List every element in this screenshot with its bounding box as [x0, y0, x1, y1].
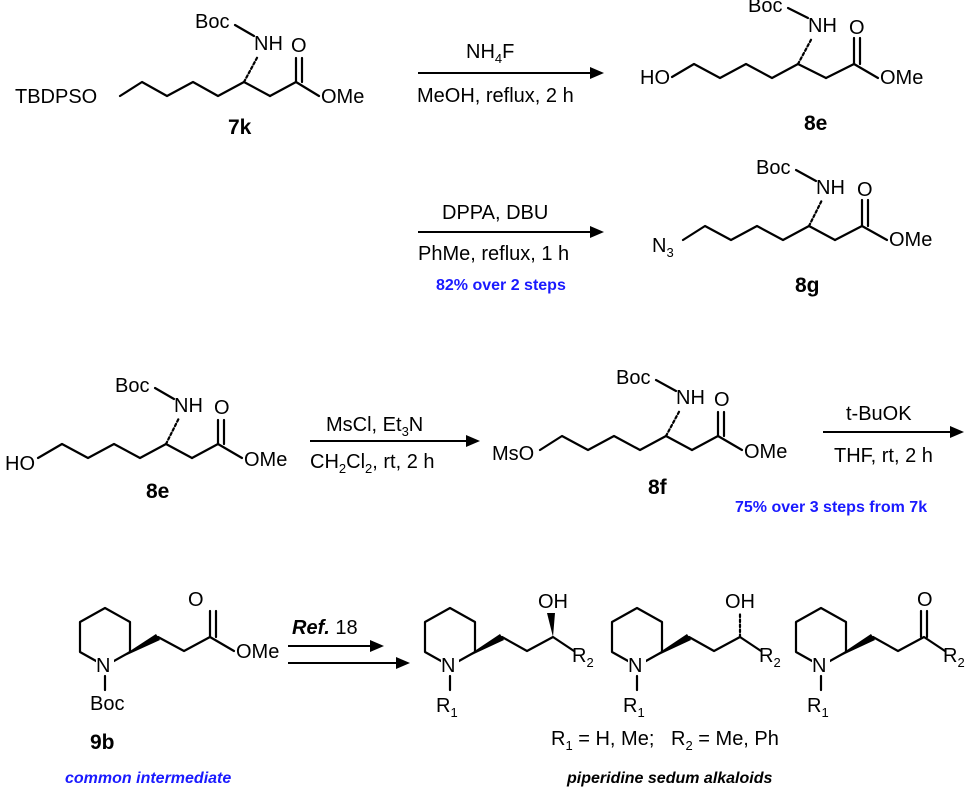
compound-8e-top: HO Boc NH O OMe 8e — [640, 0, 923, 135]
conditions-step-2: PhMe, reflux, 1 h — [418, 243, 569, 265]
carbonyl-o-label: O — [857, 179, 873, 201]
boc-label: Boc — [616, 367, 650, 389]
conditions-step-4: THF, rt, 2 h — [834, 445, 933, 467]
nh-label: NH — [254, 33, 283, 55]
alkaloid-3: N O R2 R1 — [794, 589, 965, 720]
arrow-step-3: MsCl, Et3N CH2Cl2, rt, 2 h — [310, 414, 480, 476]
oh-label: OH — [538, 591, 568, 613]
ome-label: OMe — [236, 641, 279, 663]
arrow-step-1: NH4F MeOH, reflux, 2 h — [417, 41, 604, 107]
compound-id-8e: 8e — [146, 480, 169, 503]
caption-common-intermediate: common intermediate — [65, 770, 231, 787]
nitrogen-label: N — [96, 655, 110, 677]
nitrogen-label: N — [441, 655, 455, 677]
tbdpso-label: TBDPSO — [15, 86, 97, 108]
tbuok-label: t-BuOK — [846, 403, 912, 425]
conditions-step-1: MeOH, reflux, 2 h — [417, 85, 574, 107]
ome-label: OMe — [321, 86, 364, 108]
legend-text: R1 = H, Me; R2 = Me, Ph — [551, 728, 779, 753]
r2-label: R2 — [572, 645, 594, 670]
boc-label: Boc — [195, 11, 229, 33]
carbonyl-o-label: O — [188, 589, 204, 611]
compound-8g: N3 Boc NH O OMe 8g — [652, 157, 932, 297]
compound-9b: N O OMe Boc 9b common intermediate — [65, 589, 279, 787]
substituent-legend: R1 = H, Me; R2 = Me, Ph piperidine sedum… — [551, 728, 779, 787]
compound-7k: TBDPSO Boc NH O OMe 7k — [15, 11, 364, 139]
compound-id-7k: 7k — [228, 116, 252, 139]
compound-id-9b: 9b — [90, 731, 115, 754]
boc-label: Boc — [115, 375, 149, 397]
r1-label: R1 — [807, 695, 829, 720]
nh-label: NH — [174, 395, 203, 417]
compound-id-8e: 8e — [804, 112, 827, 135]
ome-label: OMe — [889, 229, 932, 251]
carbonyl-o-label: O — [714, 389, 730, 411]
boc-label: Boc — [748, 0, 782, 17]
azide-label: N3 — [652, 235, 674, 260]
mscl-label: MsCl, Et3N — [326, 414, 423, 439]
r2-label: R2 — [759, 645, 781, 670]
ref-label: Ref. 18 — [292, 617, 358, 639]
carbonyl-o-label: O — [214, 397, 230, 419]
carbonyl-o-label: O — [917, 589, 933, 611]
yield-75: 75% over 3 steps from 7k — [735, 499, 927, 516]
compound-8e-bottom: HO Boc NH O OMe 8e — [5, 375, 287, 503]
nh-label: NH — [676, 387, 705, 409]
ho-label: HO — [5, 453, 35, 475]
r1-label: R1 — [436, 695, 458, 720]
boc-label: Boc — [756, 157, 790, 179]
nitrogen-label: N — [628, 655, 642, 677]
caption-piperidine-alkaloids: piperidine sedum alkaloids — [566, 770, 772, 787]
r1-label: R1 — [623, 695, 645, 720]
mso-label: MsO — [492, 443, 534, 465]
ome-label: OMe — [880, 67, 923, 89]
conditions-step-3: CH2Cl2, rt, 2 h — [310, 451, 435, 476]
arrow-step-5: Ref. 18 — [288, 617, 410, 669]
nh-label: NH — [808, 15, 837, 37]
dppa-dbu-label: DPPA, DBU — [442, 202, 548, 224]
carbonyl-o-label: O — [291, 35, 307, 57]
ho-label: HO — [640, 67, 670, 89]
boc-label: Boc — [90, 693, 124, 715]
oh-label: OH — [725, 591, 755, 613]
alkaloid-2: N OH R2 R1 — [610, 591, 781, 720]
compound-id-8g: 8g — [795, 274, 820, 297]
chain-bonds — [118, 80, 246, 98]
nh-label: NH — [816, 177, 845, 199]
arrow-step-2: DPPA, DBU PhMe, reflux, 1 h 82% over 2 s… — [418, 202, 604, 294]
compound-8f: MsO Boc NH O OMe 8f — [492, 367, 787, 499]
nh4f-label: NH4F — [466, 41, 514, 66]
carbonyl-o-label: O — [849, 17, 865, 39]
yield-82: 82% over 2 steps — [436, 277, 566, 294]
alkaloid-1: N OH R2 R1 — [423, 591, 594, 720]
compound-id-8f: 8f — [648, 476, 668, 499]
ome-label: OMe — [244, 449, 287, 471]
nitrogen-label: N — [812, 655, 826, 677]
arrow-step-4: t-BuOK THF, rt, 2 h 75% over 3 steps fro… — [735, 403, 964, 516]
ome-label: OMe — [744, 441, 787, 463]
r2-label: R2 — [943, 645, 965, 670]
